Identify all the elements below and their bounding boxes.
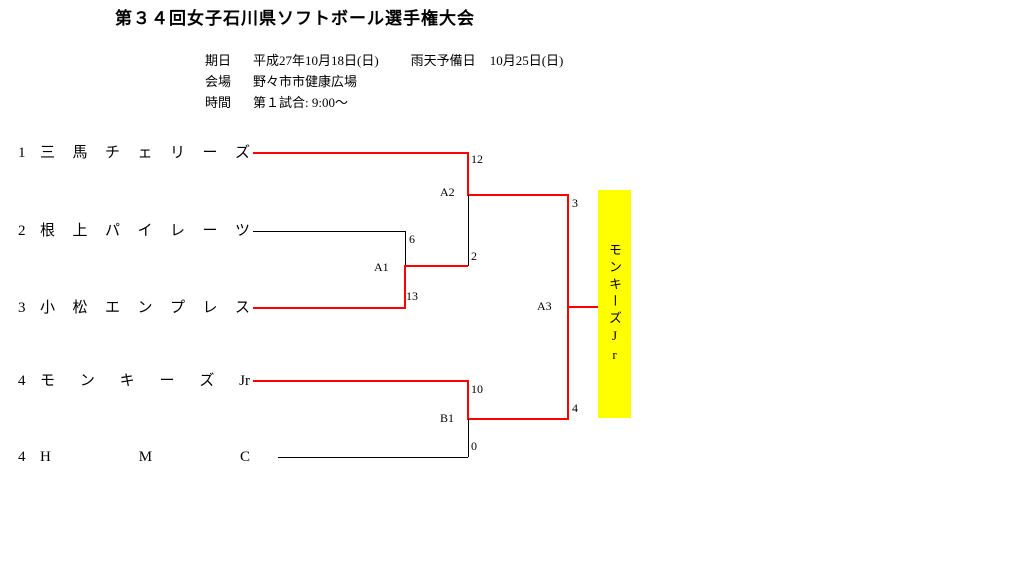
rain-date-label: 雨天予備日 (410, 53, 476, 68)
bracket-line-a2-winner-exit (468, 194, 568, 196)
team-name: 三 馬 チ ェ リ ー ズ (40, 145, 250, 161)
score-a1-top: 6 (409, 232, 415, 246)
connector-a1-top (405, 231, 406, 266)
connector-a1-bottom-winner (404, 265, 406, 309)
team-entry-3: 3 小 松 エ ン プ レ ス (18, 299, 250, 317)
team-seed: 3 (18, 300, 26, 316)
team-name: モ ン キ ー ズ Jr (40, 373, 250, 389)
score-a1-bottom: 13 (406, 289, 418, 303)
team-name: 小 松 エ ン プ レ ス (40, 300, 250, 316)
bracket-line-champion-exit (568, 306, 598, 308)
team-seed: 4 (18, 449, 26, 465)
match-label-a2: A2 (440, 185, 455, 199)
match-label-a1: A1 (374, 260, 389, 274)
venue-value: 野々市市健康広場 (253, 74, 358, 89)
score-a2-bottom: 2 (471, 249, 477, 263)
match-label-a3: A3 (537, 299, 552, 313)
team-seed: 4 (18, 373, 26, 389)
time-value: 第１試合: 9:00～ (253, 95, 348, 110)
rain-date-value: 10月25日(日) (489, 53, 564, 68)
bracket-line-team4-winner (253, 380, 468, 382)
page-title: 第３４回女子石川県ソフトボール選手権大会 (115, 9, 475, 28)
score-b1-top: 10 (471, 382, 483, 396)
score-a2-top: 12 (471, 152, 483, 166)
champion-name: モンキーズJr (607, 242, 622, 366)
team-name: H M C (40, 449, 250, 465)
event-date-row: 期日 平成27年10月18日(日) 雨天予備日 10月25日(日) (205, 50, 563, 71)
bracket-line-a1-winner-exit (405, 265, 468, 267)
score-a3-bottom: 4 (572, 401, 578, 415)
connector-a2-top-winner (467, 152, 469, 196)
event-venue-row: 会場 野々市市健康広場 (205, 71, 563, 92)
connector-b1-bottom (468, 419, 469, 457)
team-entry-4: 4 モ ン キ ー ズ Jr (18, 372, 250, 390)
bracket-line-team1-winner (253, 152, 468, 154)
bracket-line-b1-winner-exit (468, 418, 568, 420)
connector-final-winner (567, 194, 569, 420)
connector-a2-bottom (468, 195, 469, 266)
event-info: 期日 平成27年10月18日(日) 雨天予備日 10月25日(日) 会場 野々市… (205, 50, 563, 113)
venue-label: 会場 (205, 74, 232, 89)
score-b1-bottom: 0 (471, 439, 477, 453)
score-a3-top: 3 (572, 196, 578, 210)
bracket-line-team5 (278, 457, 468, 458)
match-label-b1: B1 (440, 411, 455, 425)
time-label: 時間 (205, 95, 232, 110)
bracket-line-team2 (253, 231, 405, 232)
team-seed: 2 (18, 223, 26, 239)
date-value: 平成27年10月18日(日) (253, 53, 379, 68)
bracket-line-team3-winner (253, 307, 405, 309)
champion-highlight-box: モンキーズJr (598, 190, 631, 418)
connector-b1-top-winner (467, 380, 469, 420)
date-label: 期日 (205, 53, 232, 68)
event-time-row: 時間 第１試合: 9:00～ (205, 92, 563, 113)
team-entry-5: 4 H M C (18, 448, 250, 466)
team-seed: 1 (18, 145, 26, 161)
team-entry-1: 1 三 馬 チ ェ リ ー ズ (18, 144, 250, 162)
team-entry-2: 2 根 上 パ イ レ ー ツ (18, 222, 250, 240)
team-name: 根 上 パ イ レ ー ツ (40, 223, 250, 239)
